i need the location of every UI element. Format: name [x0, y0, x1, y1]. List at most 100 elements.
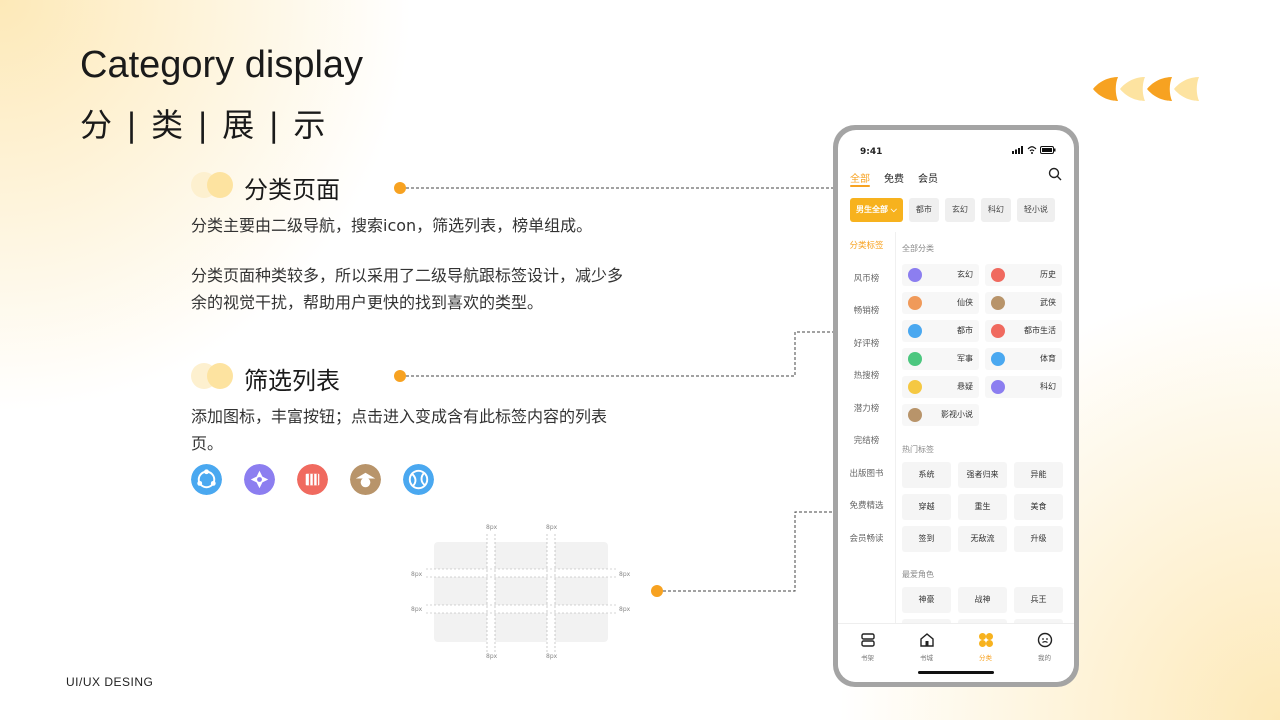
tag-button[interactable]: 无敌流: [958, 526, 1007, 552]
side-nav-item[interactable]: 热搜榜: [853, 371, 880, 381]
category-button[interactable]: 都市: [902, 320, 979, 342]
category-label: 军事: [957, 354, 973, 363]
category-label: 体育: [1040, 354, 1056, 363]
tabbar-category[interactable]: 分类: [956, 624, 1015, 682]
category-label: 仙侠: [957, 298, 973, 307]
spec-label: 8px: [486, 524, 498, 531]
callout-dot: [394, 370, 406, 382]
tab-vip[interactable]: 会员: [918, 174, 938, 185]
status-icons: [1012, 146, 1056, 154]
category-icon: [978, 633, 993, 647]
phone-screen: 9:41 全部 免费 会员 男生全部 ⌵ 都市 玄幻 科幻 轻小说 分类标签 风…: [838, 130, 1074, 682]
phone-mockup: 9:41 全部 免费 会员 男生全部 ⌵ 都市 玄幻 科幻 轻小说 分类标签 风…: [833, 125, 1079, 687]
tabbar-label: 我的: [1038, 654, 1051, 662]
callout-dot: [394, 182, 406, 194]
category-button[interactable]: 科幻: [985, 376, 1062, 398]
fantasy-icon: [244, 464, 275, 495]
category-grid: 玄幻 历史 仙侠 武侠 都市 都市生活 军事 体育 悬疑 科幻 影视小说: [902, 264, 1062, 426]
category-button[interactable]: 军事: [902, 348, 979, 370]
category-label: 历史: [1040, 270, 1056, 279]
side-nav-item[interactable]: 免费精选: [849, 501, 884, 511]
nav-divider: [895, 232, 896, 632]
side-nav-item[interactable]: 风币榜: [853, 273, 880, 284]
slide-title-en: Category display: [80, 44, 364, 86]
city-icon: [908, 324, 922, 338]
section-paragraph: 分类页面种类较多，所以采用了二级导航跟标签设计，减少多余的视觉干扰，帮助用户更快…: [191, 266, 624, 312]
search-icon[interactable]: [1048, 167, 1062, 181]
category-button[interactable]: 体育: [985, 348, 1062, 370]
top-tabs: 全部 免费 会员: [850, 170, 938, 187]
city-icon: [191, 464, 222, 495]
tag-button[interactable]: 升级: [1014, 526, 1063, 552]
side-nav-item[interactable]: 会员畅读: [849, 533, 884, 544]
category-button[interactable]: 都市生活: [985, 320, 1062, 342]
tag-button[interactable]: 签到: [902, 526, 951, 552]
filter-chip[interactable]: 科幻: [980, 198, 1011, 222]
category-label: 玄幻: [957, 270, 973, 279]
category-button[interactable]: 历史: [985, 264, 1062, 286]
tabbar-store[interactable]: 书城: [897, 624, 956, 682]
category-button[interactable]: 武侠: [985, 292, 1062, 314]
filter-main-dropdown[interactable]: 男生全部 ⌵: [850, 198, 903, 222]
role-button[interactable]: 兵王: [1014, 587, 1063, 613]
side-nav-item[interactable]: 出版图书: [849, 468, 884, 479]
section-bullet-icon: [191, 363, 233, 389]
spec-label: 8px: [411, 606, 423, 613]
spec-label: 8px: [619, 571, 631, 578]
category-button[interactable]: 影视小说: [902, 404, 979, 426]
side-nav-item[interactable]: 潜力榜: [853, 403, 880, 414]
tabbar-label: 分类: [979, 654, 992, 662]
tag-button[interactable]: 系统: [902, 462, 951, 488]
section-bullet-icon: [191, 172, 233, 198]
filter-main-label: 男生全部: [856, 205, 888, 214]
fantasy-icon: [908, 268, 922, 282]
home-icon: [919, 633, 934, 647]
callout-dot: [651, 585, 663, 597]
tag-button[interactable]: 异能: [1014, 462, 1063, 488]
wifi-icon: [1027, 146, 1037, 154]
side-nav-item[interactable]: 分类标签: [849, 241, 884, 251]
tabbar-label: 书架: [861, 654, 874, 662]
category-button[interactable]: 悬疑: [902, 376, 979, 398]
side-nav-item[interactable]: 完结榜: [853, 436, 880, 446]
filter-chip[interactable]: 都市: [908, 198, 939, 222]
category-label: 都市生活: [1024, 326, 1056, 335]
tag-button[interactable]: 重生: [958, 494, 1007, 520]
footer-label: UI/UX DESING: [66, 675, 154, 689]
bowl-icon: [991, 324, 1005, 338]
section-title-filter-list: 筛选列表: [244, 367, 340, 395]
xianxia-icon: [908, 296, 922, 310]
spec-label: 8px: [411, 571, 423, 578]
bookshelf-icon: [860, 633, 875, 647]
film-icon: [908, 408, 922, 422]
hot-tags-label: 热门标签: [902, 445, 934, 454]
history-icon: [297, 464, 328, 495]
filter-chip[interactable]: 轻小说: [1016, 198, 1055, 222]
category-label: 科幻: [1040, 382, 1056, 391]
tab-all[interactable]: 全部: [850, 170, 870, 187]
tabbar-profile[interactable]: 我的: [1015, 624, 1074, 682]
tab-free[interactable]: 免费: [884, 174, 904, 185]
ranking-side-nav: 分类标签 风币榜 畅销榜 好评榜 热搜榜 潜力榜 完结榜 出版图书 免费精选 会…: [838, 230, 895, 630]
chevron-down-icon: ⌵: [890, 205, 897, 214]
category-button[interactable]: 玄幻: [902, 264, 979, 286]
side-nav-item[interactable]: 畅销榜: [853, 306, 880, 316]
scifi-icon: [991, 380, 1005, 394]
filter-chip[interactable]: 玄幻: [944, 198, 975, 222]
fav-roles-label: 最爱角色: [902, 570, 934, 579]
tag-button[interactable]: 强者归来: [958, 462, 1007, 488]
spec-label: 8px: [546, 524, 558, 531]
wuxia-icon: [991, 296, 1005, 310]
home-indicator[interactable]: [918, 671, 994, 674]
spec-label: 8px: [486, 653, 498, 660]
category-button[interactable]: 仙侠: [902, 292, 979, 314]
tag-button[interactable]: 穿越: [902, 494, 951, 520]
tabbar-bookshelf[interactable]: 书架: [838, 624, 897, 682]
side-nav-item[interactable]: 好评榜: [853, 338, 880, 349]
role-button[interactable]: 神豪: [902, 587, 951, 613]
role-button[interactable]: 战神: [958, 587, 1007, 613]
category-label: 武侠: [1040, 298, 1056, 307]
battery-icon: [1040, 146, 1056, 154]
history-icon: [991, 268, 1005, 282]
tag-button[interactable]: 美食: [1014, 494, 1063, 520]
